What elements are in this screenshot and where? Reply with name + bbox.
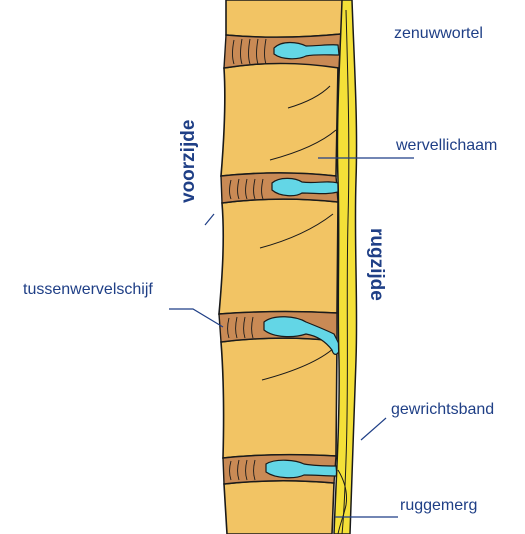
label-voorzijde: voorzijde: [178, 120, 199, 203]
label-rugzijde: rugzijde: [366, 228, 387, 301]
vertebra-2: [221, 63, 338, 176]
leader-tussenwervelschijf: [169, 309, 223, 327]
label-gewrichtsband: gewrichtsband: [391, 401, 494, 418]
vertebra-5: [224, 481, 334, 534]
vertebral-bodies: [219, 0, 343, 534]
disc-1: [224, 34, 341, 68]
label-wervellichaam: wervellichaam: [395, 137, 497, 154]
label-tussenwervelschijf: tussenwervelschijf: [23, 281, 153, 298]
disc-2: [221, 173, 338, 203]
leader-gewrichtsband: [361, 418, 386, 440]
vertebra-4: [221, 338, 337, 458]
leader-voorzijde: [205, 214, 214, 225]
vertebra-1: [226, 0, 343, 37]
disc-4: [223, 455, 337, 484]
vertebra-3: [219, 199, 338, 314]
label-ruggemerg: ruggemerg: [400, 497, 477, 514]
label-zenuwwortel: zenuwwortel: [394, 25, 483, 42]
